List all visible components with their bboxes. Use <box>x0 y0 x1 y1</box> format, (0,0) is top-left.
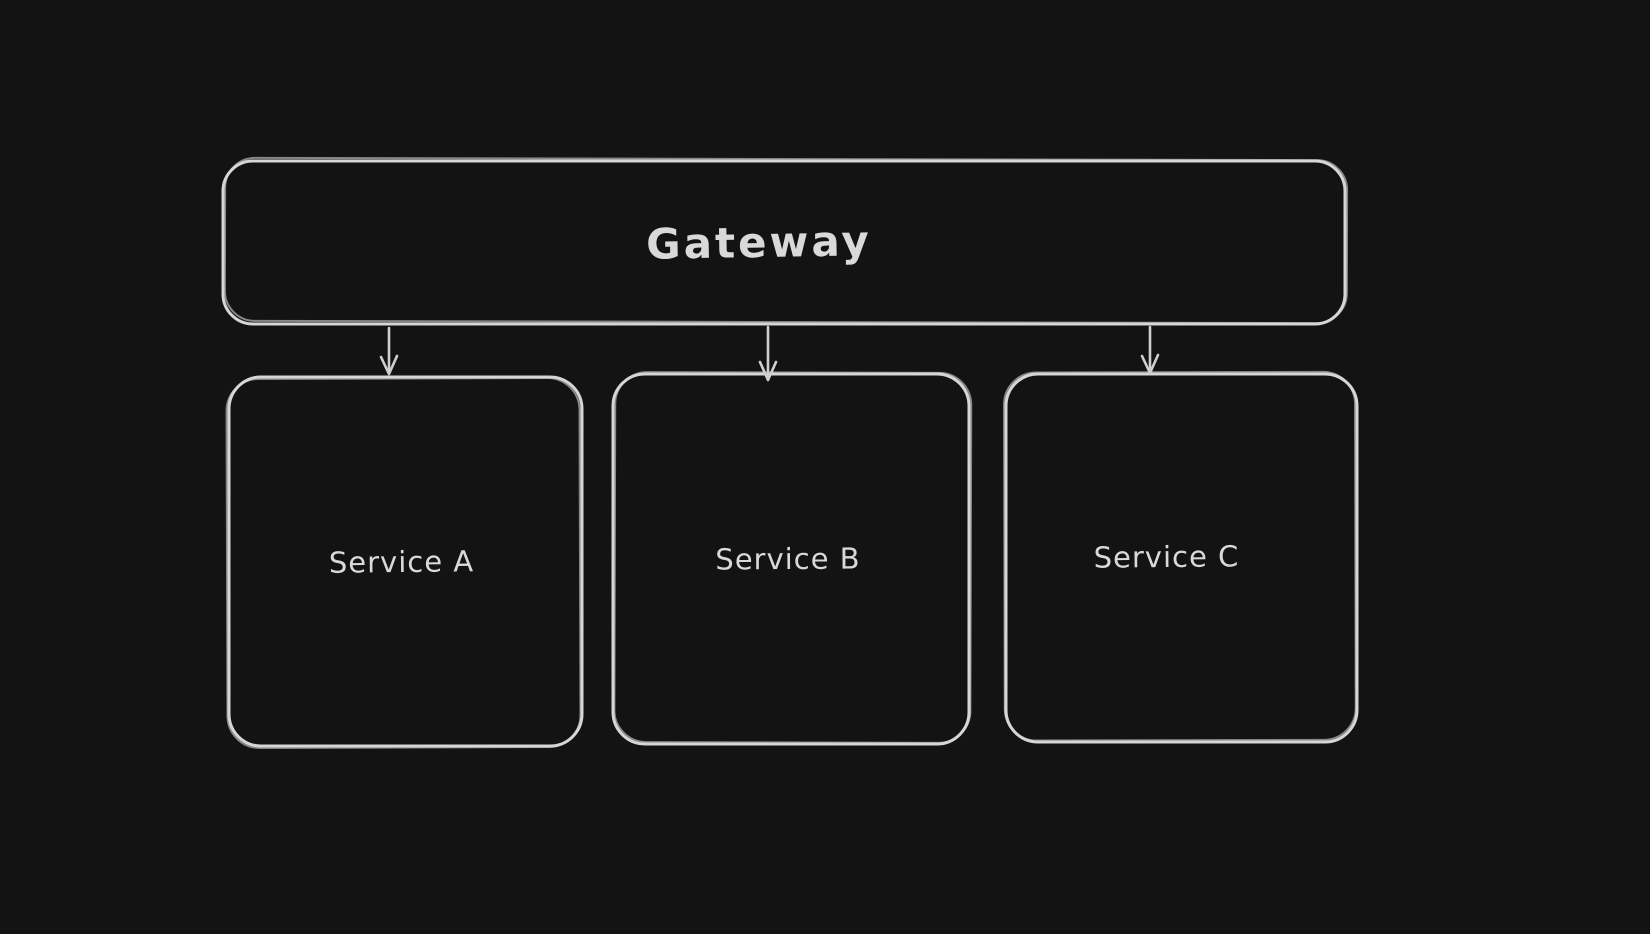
gateway-node-outline <box>221 159 1347 326</box>
gateway-node[interactable] <box>221 156 1349 326</box>
arrow-gateway-to-service-a[interactable] <box>379 326 399 376</box>
service-c-node-outline <box>1004 372 1359 744</box>
arrowhead-icon <box>379 354 399 376</box>
arrow-gateway-to-service-c[interactable] <box>1140 325 1160 375</box>
service-a-node[interactable] <box>225 375 584 749</box>
service-a-node-outline <box>227 375 584 748</box>
arrow-gateway-to-service-b[interactable] <box>758 325 778 382</box>
service-b-node-outline <box>611 372 971 746</box>
service-b-node-outline-sketch-pass <box>613 371 973 744</box>
arrowhead-icon <box>1140 353 1160 375</box>
service-a-node-outline-sketch-pass <box>225 377 582 749</box>
service-c-node-outline-sketch-pass <box>1003 370 1357 742</box>
service-c-node[interactable] <box>1003 370 1359 744</box>
arrowhead-icon <box>758 360 778 382</box>
service-b-node[interactable] <box>611 371 973 746</box>
gateway-node-outline-sketch-pass <box>223 156 1349 325</box>
